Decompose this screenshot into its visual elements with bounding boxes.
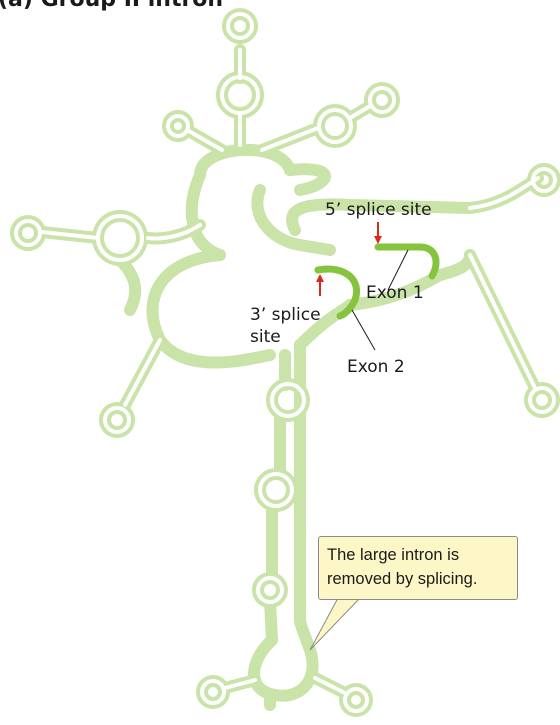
callout-line-1: The large intron is <box>327 546 460 564</box>
three-prime-splice-label-line1: 3’ splice <box>250 305 321 325</box>
exon-1-strand <box>374 243 440 280</box>
exon-2-strand <box>314 265 360 320</box>
callout-box: The large intron is removed by splicing. <box>318 536 518 600</box>
exon-1-label: Exon 1 <box>366 283 424 303</box>
figure-title: (a) Group II intron <box>0 0 223 12</box>
three-prime-splice-label-line2: site <box>250 327 281 347</box>
exon-2-leader-line <box>351 309 376 351</box>
callout-line-2: removed by splicing. <box>327 570 478 588</box>
intron-rna-structure <box>10 8 560 717</box>
exon-2-label: Exon 2 <box>347 357 405 377</box>
five-prime-splice-site-label: 5’ splice site <box>325 200 432 220</box>
exon-1-leader-line <box>387 249 409 291</box>
callout-pointer <box>309 597 362 651</box>
